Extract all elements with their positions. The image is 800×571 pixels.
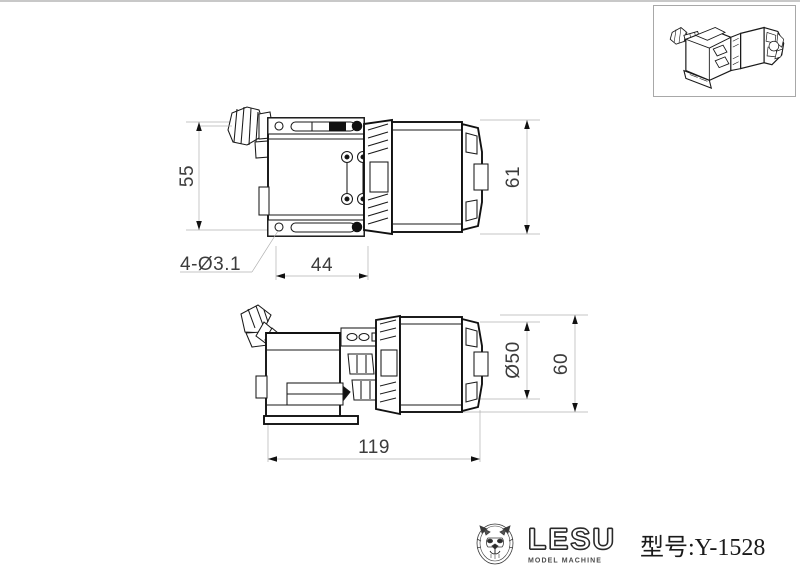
motor-end-cap-side [461,317,489,413]
dimension-44: 44 [276,255,368,279]
motor-body [391,121,463,233]
lesu-wordmark: LESU MODEL MACHINE [527,522,617,565]
lion-head-icon [476,523,514,565]
dimension-44-label: 44 [311,255,333,276]
callout-4-phi-3-1: 4-Ø3.1 [180,230,279,275]
callout-4-phi-3-1-label: 4-Ø3.1 [180,254,241,275]
dimension-phi-50: Ø50 [503,322,530,399]
dimension-61: 61 [503,120,530,234]
motor-body-side [399,316,463,413]
motor-coupling-side [375,314,401,416]
dimension-60: 60 [551,315,578,412]
dimension-61-label: 61 [503,166,524,188]
pump-body-block [258,117,370,237]
dimension-119-label: 119 [358,437,390,458]
dimension-60-label: 60 [551,353,572,375]
inlet-cap [200,106,273,159]
motor-end-cap [461,122,489,232]
isometric-preview-frame [653,5,796,97]
outlet-barbs [347,353,379,401]
dimension-119: 119 [268,437,480,462]
isometric-preview-image [669,26,785,90]
dimension-phi-50-label: Ø50 [503,341,524,378]
pump-housing-side [255,332,359,425]
motor-coupling-fins [363,118,393,236]
dimension-55: 55 [177,122,202,230]
model-number-label: 型号:Y-1528 [640,534,766,561]
bottom-view-group: Ø50 60 119 [240,304,588,462]
title-block: LESU MODEL MACHINE 型号:Y-1528 [472,516,792,571]
top-view-group: 55 61 44 4-Ø3.1 [177,106,540,280]
lesu-brand-text: LESU [527,522,617,556]
dimension-55-label: 55 [177,165,198,187]
lesu-tagline: MODEL MACHINE [528,556,603,565]
